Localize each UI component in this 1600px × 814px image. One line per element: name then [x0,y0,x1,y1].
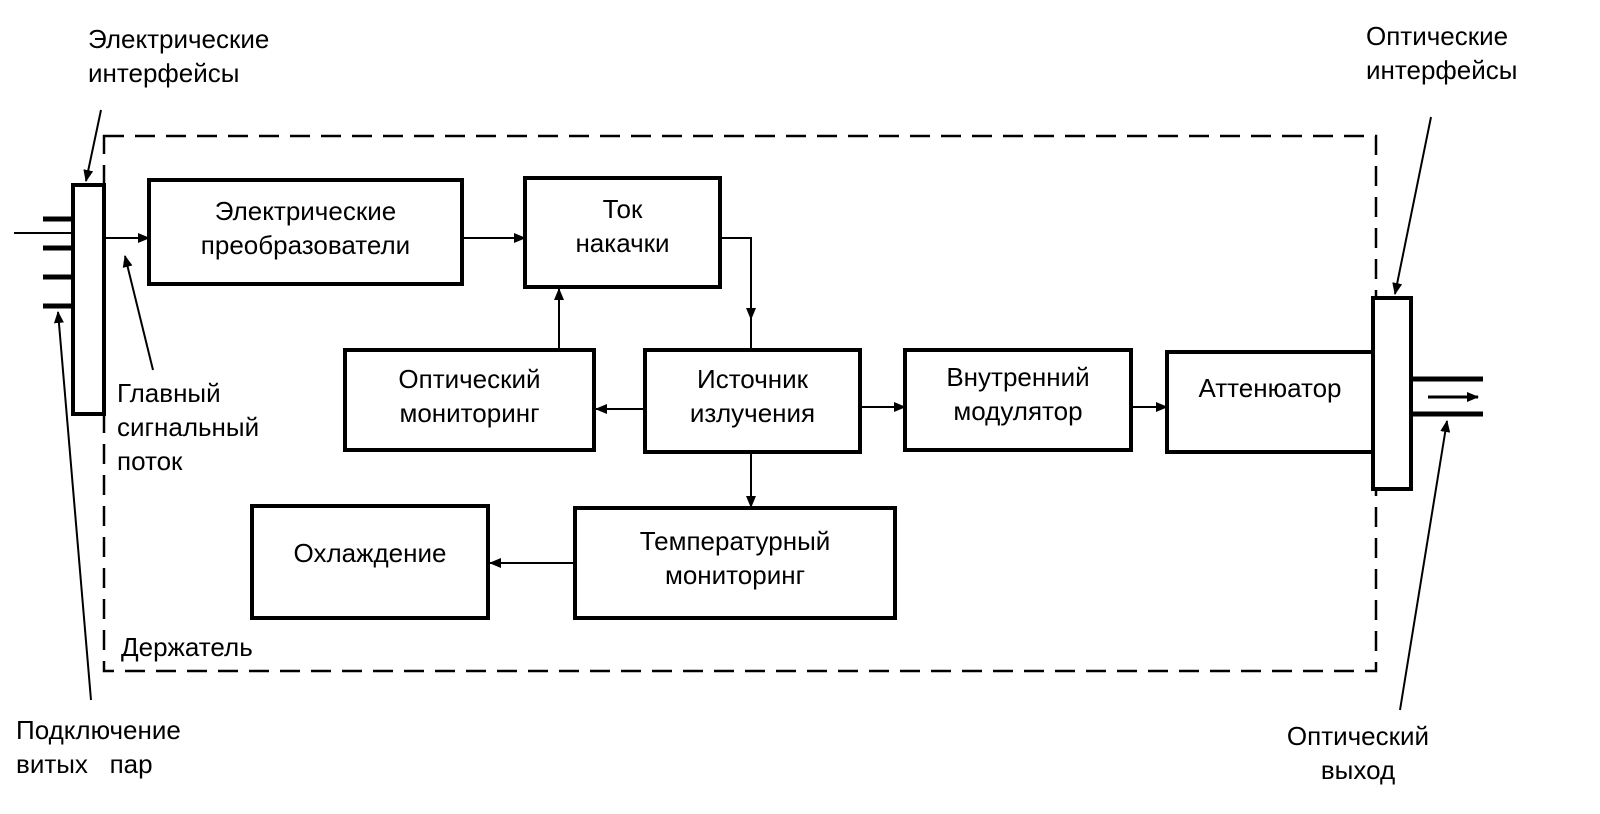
radiation-source-block [643,348,862,454]
holder-boundary [102,134,1378,673]
optical-interface-plate [1371,296,1413,491]
pump-current-label: Ток накачки [575,194,670,258]
electric-converters-block [147,178,464,286]
optical-monitoring-label: Оптический мониторинг [398,364,541,428]
electrical-interface-plate [71,183,106,416]
leader-twisted-pair [53,311,92,701]
optical-output-callout: Оптический выход [1286,721,1430,785]
attenuator-label: Аттенюатор [1198,373,1342,403]
cooling-label: Охлаждение [293,538,447,568]
optical-monitoring-block [343,348,596,452]
twisted-pair-callout: Подключение витых пар [16,715,181,779]
electrical-interfaces-callout: Электрические интерфейсы [88,24,270,88]
leader-optical-interfaces [1392,116,1432,295]
main-signal-flow-callout: Главный сигнальный поток [117,378,260,476]
pump-current-block [523,176,722,289]
leader-electrical-interfaces [83,109,102,182]
cooling-block [250,504,490,620]
leader-main-signal-flow [122,255,154,371]
internal-modulator-label: Внутренний модулятор [946,362,1090,426]
electric-converters-label: Электрические преобразователи [200,196,411,260]
twisted-pair-pins [43,216,73,309]
radiation-source-label: Источник излучения [689,364,816,428]
internal-modulator-block [903,348,1133,452]
optical-interfaces-callout: Оптические интерфейсы [1366,21,1518,85]
arrow-pump-to-source [720,237,756,320]
temperature-monitoring-label: Температурный мониторинг [639,526,831,590]
attenuator-block [1165,350,1375,454]
holder-label: Держатель [121,632,253,662]
leader-optical-output [1399,420,1451,711]
optical-output-port [1411,376,1483,417]
